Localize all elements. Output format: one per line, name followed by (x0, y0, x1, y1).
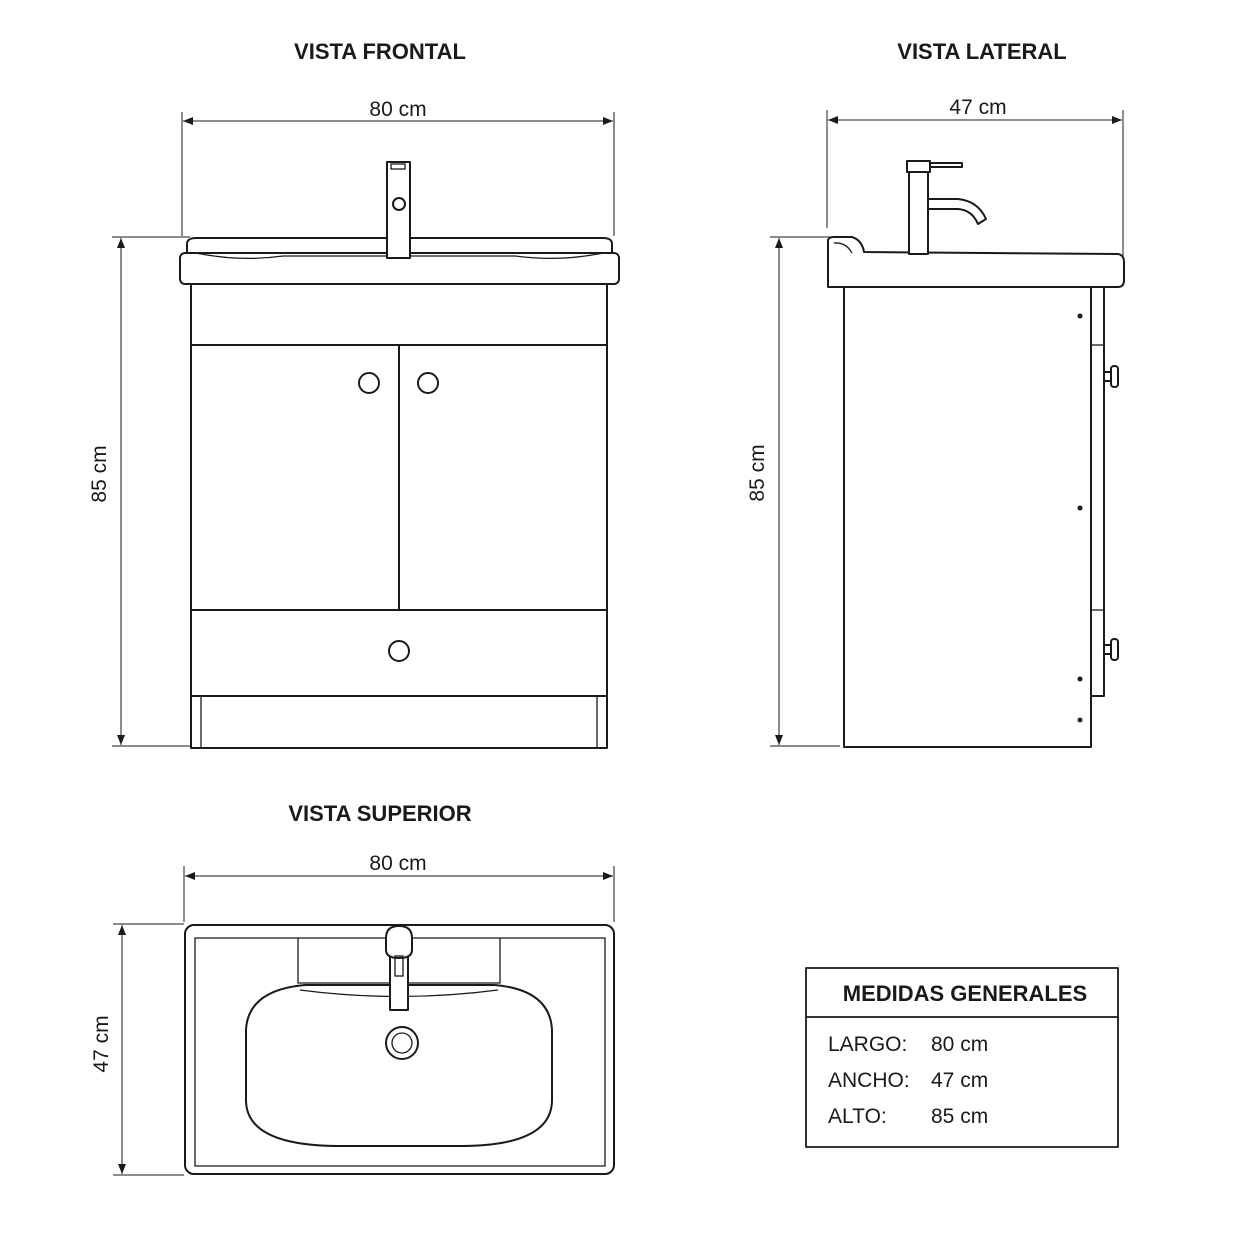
specs-table: MEDIDAS GENERALES LARGO: 80 cm ANCHO: 47… (805, 967, 1119, 1148)
specs-row-label: ALTO: (828, 1105, 887, 1128)
top-faucet (385, 925, 413, 1011)
specs-row: LARGO: 80 cm (828, 1033, 988, 1056)
specs-row: ANCHO: 47 cm (828, 1069, 988, 1092)
side-view-title: VISTA LATERAL (897, 39, 1066, 64)
top-basin (184, 924, 615, 1175)
front-width-label: 80 cm (369, 98, 426, 121)
drain (385, 1026, 419, 1060)
specs-row-label: ANCHO: (828, 1069, 910, 1092)
front-sink (179, 161, 620, 285)
front-view-title: VISTA FRONTAL (294, 39, 466, 64)
top-depth-dimension: 47 cm (90, 923, 184, 1176)
side-depth-label: 47 cm (949, 96, 1006, 119)
right-door-knob (417, 372, 439, 394)
top-view-title: VISTA SUPERIOR (288, 801, 471, 826)
front-width-dimension: 80 cm (181, 98, 615, 236)
front-cabinet (190, 283, 608, 749)
front-height-label: 85 cm (88, 445, 111, 502)
specs-title: MEDIDAS GENERALES (843, 981, 1087, 1006)
top-view: VISTA SUPERIOR 80 cm 47 cm (90, 801, 615, 1176)
side-depth-dimension: 47 cm (826, 96, 1124, 256)
side-faucet (906, 160, 987, 255)
front-height-dimension: 85 cm (88, 236, 190, 747)
top-width-label: 80 cm (369, 852, 426, 875)
side-cabinet (843, 284, 1119, 748)
specs-row-value: 47 cm (931, 1069, 988, 1092)
side-door-knob (1103, 365, 1119, 388)
top-depth-label: 47 cm (90, 1015, 113, 1072)
specs-row-value: 80 cm (931, 1033, 988, 1056)
specs-row: ALTO: 85 cm (828, 1105, 988, 1128)
side-drawer-knob (1103, 638, 1119, 661)
front-view: VISTA FRONTAL 80 cm 85 cm (88, 39, 620, 749)
side-sink (827, 160, 1125, 288)
side-height-dimension: 85 cm (746, 236, 840, 747)
left-door-knob (358, 372, 380, 394)
top-width-dimension: 80 cm (183, 852, 615, 922)
specs-row-value: 85 cm (931, 1105, 988, 1128)
side-height-label: 85 cm (746, 444, 769, 501)
specs-row-label: LARGO: (828, 1033, 907, 1056)
drawer-knob (388, 640, 410, 662)
side-view: VISTA LATERAL 47 cm 85 cm (746, 39, 1125, 748)
